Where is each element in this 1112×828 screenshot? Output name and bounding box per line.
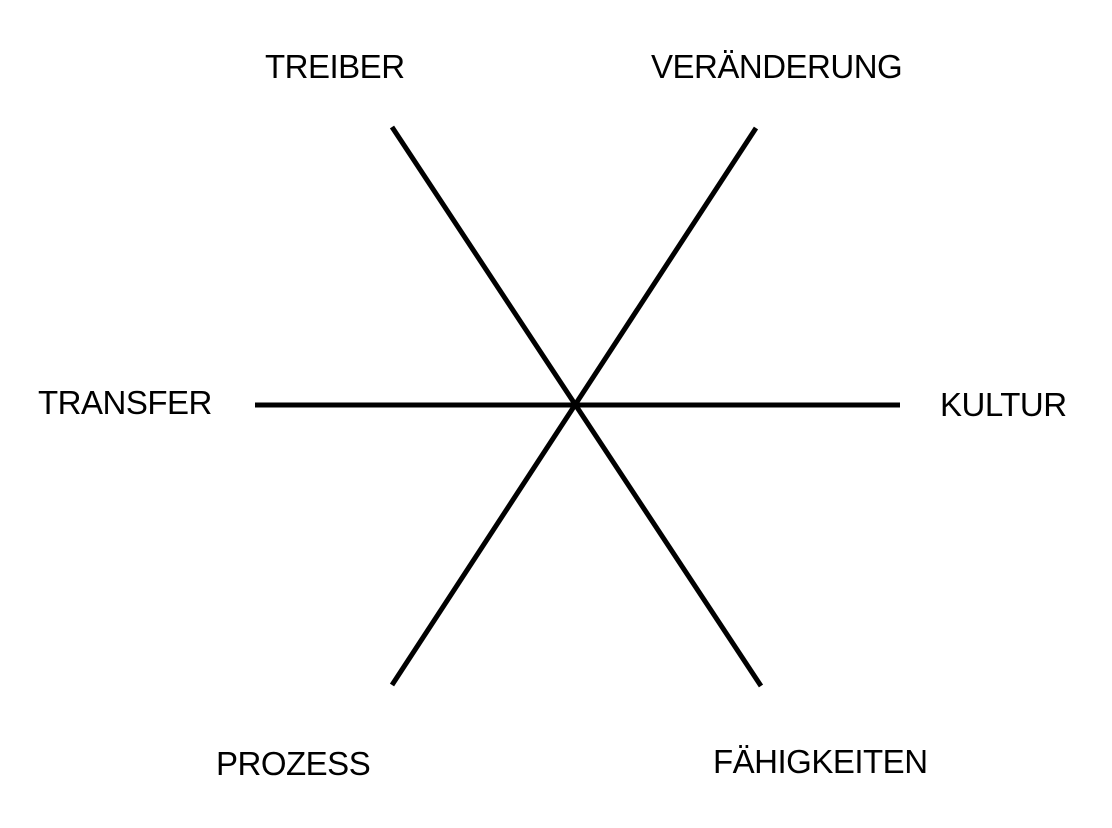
label-prozess: PROZESS [216,745,370,782]
label-kultur: KULTUR [940,386,1067,423]
label-transfer: TRANSFER [38,384,212,421]
label-veraenderung: VERÄNDERUNG [651,48,902,85]
label-faehigkeiten: FÄHIGKEITEN [713,743,928,780]
label-treiber: TREIBER [265,48,405,85]
